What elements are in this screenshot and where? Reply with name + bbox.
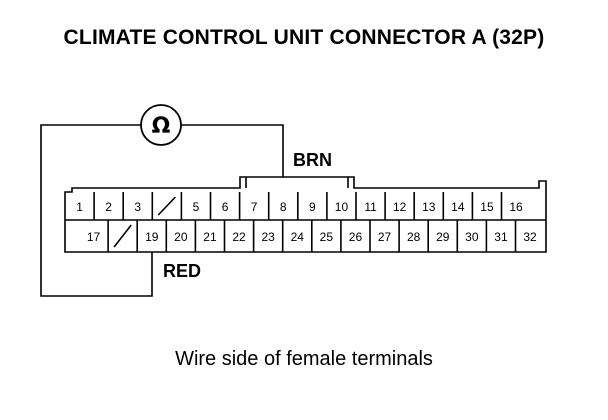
ohm-symbol: Ω xyxy=(152,114,171,139)
terminal-16: 16 xyxy=(509,200,523,214)
terminal-13: 13 xyxy=(422,200,436,214)
terminal-24: 24 xyxy=(291,230,305,244)
terminal-20: 20 xyxy=(174,230,188,244)
connector-outline xyxy=(64,176,547,253)
terminal-2: 2 xyxy=(105,200,112,214)
terminal-25: 25 xyxy=(320,230,334,244)
ohmmeter-icon xyxy=(140,104,182,146)
terminal-32: 32 xyxy=(523,230,537,244)
terminal-15: 15 xyxy=(480,200,494,214)
terminal-9: 9 xyxy=(309,200,316,214)
terminal-3: 3 xyxy=(134,200,141,214)
terminal-28: 28 xyxy=(407,230,421,244)
terminal-26: 26 xyxy=(349,230,363,244)
diagram-title: CLIMATE CONTROL UNIT CONNECTOR A (32P) xyxy=(63,26,545,49)
empty-terminal-slash xyxy=(113,224,132,248)
ohmmeter-circuit: Ω xyxy=(40,104,284,297)
diagram-caption: Wire side of female terminals xyxy=(175,348,433,370)
terminal-21: 21 xyxy=(203,230,217,244)
empty-terminal-slash xyxy=(157,196,176,216)
meter-lead-wire xyxy=(40,124,153,297)
terminal-30: 30 xyxy=(465,230,479,244)
terminal-19: 19 xyxy=(145,230,159,244)
terminal-12: 12 xyxy=(393,200,407,214)
meter-lead-wire-brn xyxy=(181,124,284,200)
terminal-10: 10 xyxy=(335,200,349,214)
connector-lock-tab xyxy=(245,177,349,188)
terminal-6: 6 xyxy=(222,200,229,214)
terminal-17: 17 xyxy=(87,230,101,244)
terminal-14: 14 xyxy=(451,200,465,214)
terminal-22: 22 xyxy=(232,230,246,244)
terminal-11: 11 xyxy=(364,200,377,214)
terminal-27: 27 xyxy=(378,230,392,244)
terminal-5: 5 xyxy=(193,200,200,214)
red-wire-label: RED xyxy=(163,261,201,281)
terminal-7: 7 xyxy=(251,200,258,214)
terminal-8: 8 xyxy=(280,200,287,214)
terminal-23: 23 xyxy=(261,230,275,244)
terminal-29: 29 xyxy=(436,230,450,244)
terminal-1: 1 xyxy=(76,200,83,214)
terminal-31: 31 xyxy=(494,230,508,244)
brn-wire-label: BRN xyxy=(293,150,332,170)
